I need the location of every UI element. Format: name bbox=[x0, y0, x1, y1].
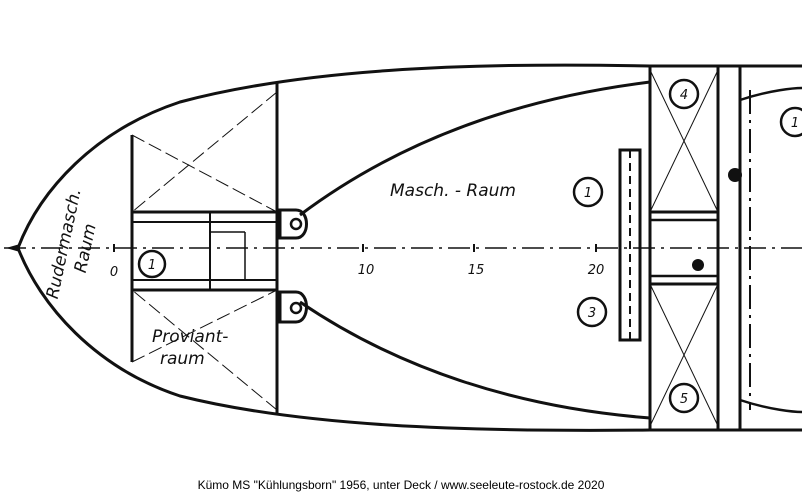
marker-engine-upper: 1 bbox=[572, 176, 604, 208]
bollard-lower bbox=[278, 290, 308, 324]
provision-room-label-line1: Proviant- bbox=[152, 327, 228, 347]
frame-number-15: 15 bbox=[468, 263, 485, 278]
frame-number-0: 0 bbox=[110, 265, 118, 280]
svg-text:1: 1 bbox=[148, 258, 156, 273]
engine-room-label: Masch. - Raum bbox=[390, 181, 516, 201]
deck-plan-drawing: 1 1 3 4 5 1 0 10 15 20 Rudermasch. Raum … bbox=[4, 63, 802, 432]
svg-text:5: 5 bbox=[680, 392, 688, 407]
svg-text:3: 3 bbox=[588, 306, 596, 321]
bollard-upper bbox=[278, 208, 308, 240]
svg-text:1: 1 bbox=[584, 186, 592, 201]
svg-text:4: 4 bbox=[680, 88, 688, 103]
frame-number-20: 20 bbox=[588, 263, 605, 278]
marker-right-edge: 1 bbox=[779, 106, 802, 138]
engine-room-wall-lower bbox=[299, 300, 651, 420]
caption: Kümo MS "Kühlungsborn" 1956, unter Deck … bbox=[197, 478, 605, 492]
marker-forward-upper: 4 bbox=[668, 78, 700, 110]
marker-forward-lower: 5 bbox=[668, 382, 700, 414]
engine-room-wall-upper bbox=[299, 80, 651, 217]
frame-number-10: 10 bbox=[358, 263, 375, 278]
svg-text:1: 1 bbox=[791, 116, 799, 131]
center-compartment bbox=[130, 210, 279, 292]
provision-room-label-line2: raum bbox=[160, 349, 205, 369]
centerline-arrow bbox=[6, 244, 20, 252]
marker-engine-lower: 3 bbox=[576, 296, 608, 328]
marker-rudder: 1 bbox=[137, 249, 167, 279]
